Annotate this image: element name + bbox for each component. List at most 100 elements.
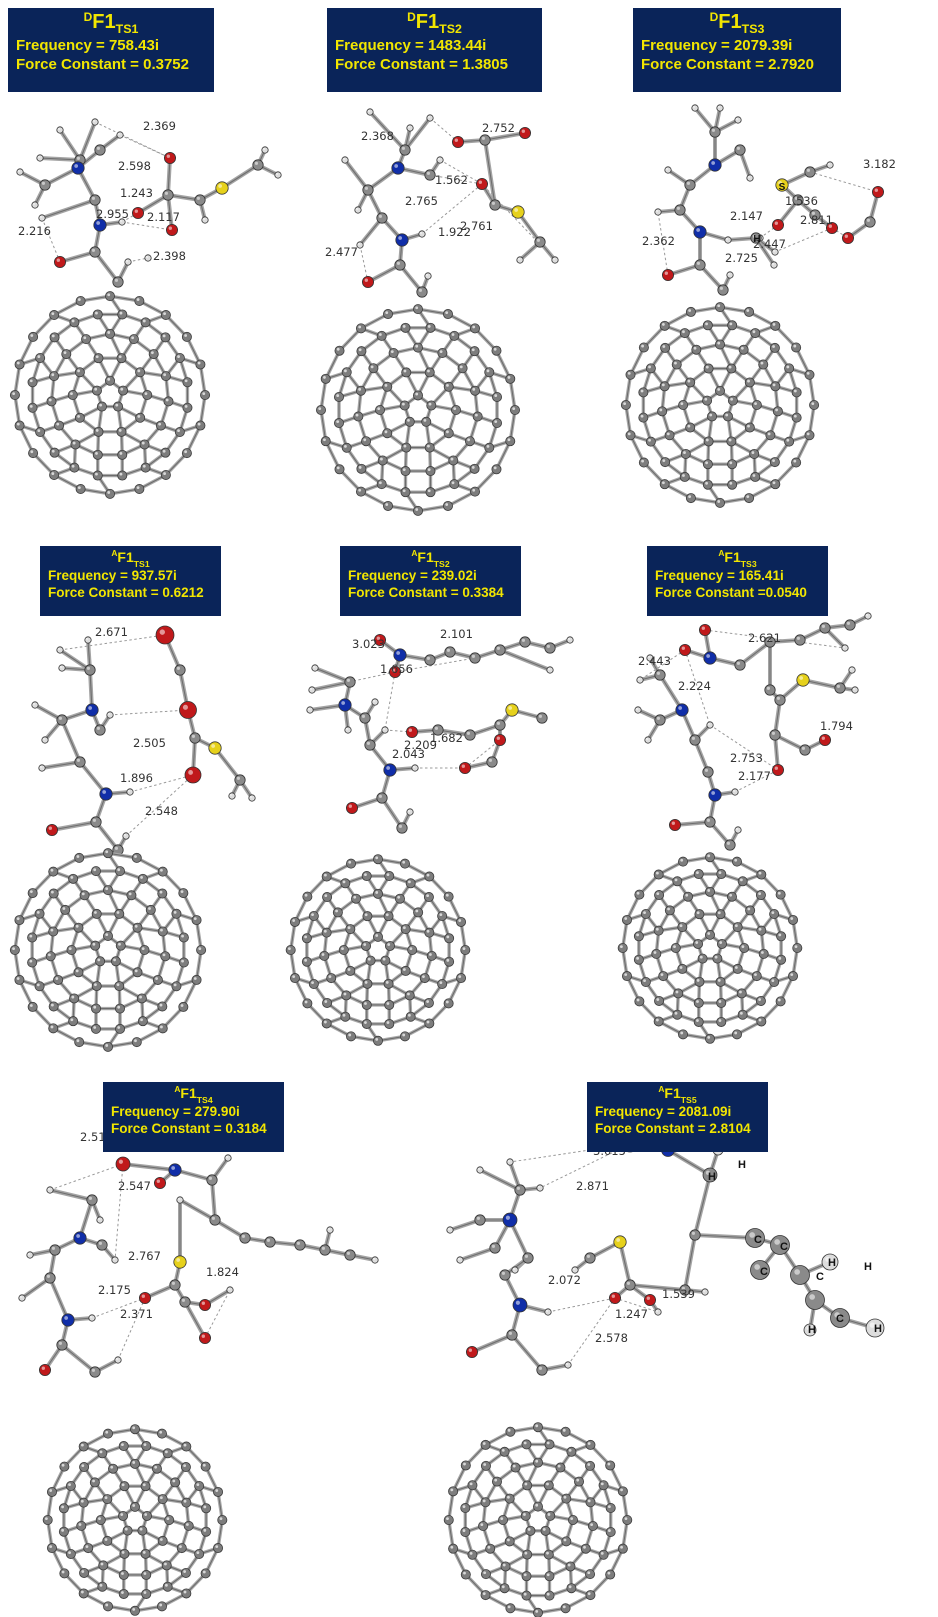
cage-carbon-atom — [131, 852, 142, 863]
bond-edge — [95, 821, 119, 851]
atom-highlight — [159, 890, 163, 894]
atom-highlight — [736, 146, 740, 150]
cage-carbon-atom — [736, 988, 747, 999]
hydrogen-atom — [36, 154, 44, 162]
atom-highlight — [557, 1464, 561, 1468]
atom-highlight — [118, 942, 121, 946]
cage-carbon-atom — [726, 891, 737, 902]
cage-carbon-atom — [161, 1560, 172, 1571]
cage-carbon-atom — [470, 385, 481, 396]
hydrogen-atom — [116, 131, 124, 139]
atom-highlight — [342, 880, 346, 884]
atom-highlight — [661, 323, 665, 326]
atom-highlight — [734, 858, 738, 862]
atom-highlight — [422, 975, 425, 979]
contact-line — [709, 724, 779, 771]
cage-carbon-atom — [653, 869, 664, 880]
atom-highlight — [696, 979, 700, 982]
atom-highlight — [211, 1216, 215, 1220]
atom-highlight — [493, 466, 497, 470]
cage-carbon-atom — [201, 1526, 212, 1537]
cage-carbon-atom — [338, 944, 349, 955]
cage-carbon-atom — [505, 1426, 516, 1437]
atom-highlight — [523, 1441, 527, 1445]
hydrogen-atom — [46, 1186, 54, 1194]
atom-highlight — [378, 214, 382, 218]
atom-highlight — [828, 163, 830, 165]
cage-carbon-atom — [400, 487, 411, 498]
atom-highlight — [56, 422, 60, 426]
nitrogen-atom — [502, 1212, 518, 1228]
cage-carbon-atom — [137, 873, 148, 884]
atom-highlight — [76, 758, 81, 762]
cage-carbon-atom — [141, 1441, 152, 1452]
atom-highlight — [50, 1025, 54, 1029]
atom-highlight — [183, 1464, 187, 1468]
fullerene-cage — [617, 852, 803, 1044]
atom-highlight — [376, 636, 380, 640]
force-constant-line: Force Constant = 0.3384 — [348, 584, 504, 600]
atom-highlight — [95, 311, 98, 315]
contact-line — [429, 117, 459, 143]
cage-carbon-atom — [213, 1543, 224, 1554]
atom-letter-label: C — [836, 1313, 844, 1325]
cage-carbon-atom — [685, 377, 696, 388]
cage-carbon-atom — [27, 1001, 38, 1012]
atom-highlight — [488, 758, 492, 762]
atom-highlight — [507, 438, 511, 442]
cage-carbon-atom — [129, 1424, 140, 1435]
atom-highlight — [93, 1026, 97, 1029]
atom-highlight — [524, 1254, 528, 1258]
atom-highlight — [336, 394, 340, 397]
cage-carbon-atom — [424, 927, 435, 938]
cage-carbon-atom — [353, 411, 364, 422]
atom-highlight — [148, 907, 151, 910]
atom-highlight — [346, 728, 348, 730]
cage-carbon-atom — [677, 963, 688, 974]
cage-carbon-atom — [505, 373, 516, 384]
cage-carbon-atom — [521, 1590, 532, 1601]
atom-highlight — [462, 947, 466, 950]
atom-highlight — [347, 968, 351, 971]
cage-carbon-atom — [693, 938, 704, 949]
cage-carbon-atom — [53, 974, 64, 985]
atom-highlight — [86, 638, 88, 640]
title-subscript: TS1 — [115, 22, 139, 36]
atom-highlight — [386, 766, 390, 770]
atom-highlight — [142, 464, 146, 468]
force-constant-line: Force Constant = 2.7920 — [641, 55, 814, 73]
cage-carbon-atom — [170, 1477, 181, 1488]
atom-highlight — [523, 1592, 527, 1596]
bond-edge — [214, 1219, 246, 1239]
cage-carbon-atom — [195, 359, 206, 370]
atom-highlight — [186, 1523, 189, 1526]
title-main: F1 — [180, 1085, 197, 1101]
hydrogen-atom — [436, 156, 444, 164]
atom-highlight — [758, 892, 762, 896]
atom-highlight — [741, 945, 745, 948]
cage-carbon-atom — [382, 381, 393, 392]
atom-highlight — [546, 1573, 550, 1577]
atom-highlight — [12, 947, 15, 950]
cage-carbon-atom — [716, 869, 727, 880]
oxygen-atom — [54, 255, 67, 268]
atom-highlight — [33, 203, 35, 205]
cage-carbon-atom — [464, 436, 475, 447]
cage-carbon-atom — [485, 1543, 496, 1554]
oxygen-atom — [198, 1298, 211, 1311]
atom-highlight — [636, 708, 638, 710]
cage-carbon-atom — [129, 1501, 140, 1512]
atom-highlight — [358, 243, 360, 245]
nitrogen-atom — [708, 788, 722, 802]
atom-highlight — [343, 158, 345, 160]
cage-carbon-atom — [423, 892, 434, 903]
bond-edge — [499, 649, 551, 671]
cage-carbon-atom — [92, 470, 103, 481]
atom-highlight — [361, 714, 365, 718]
atom-highlight — [120, 1513, 124, 1516]
carbon-atom — [169, 1279, 181, 1291]
atom-highlight — [183, 1499, 187, 1503]
contact-line — [421, 183, 483, 235]
atom-highlight — [215, 1545, 219, 1549]
cage-carbon-atom — [413, 342, 424, 353]
